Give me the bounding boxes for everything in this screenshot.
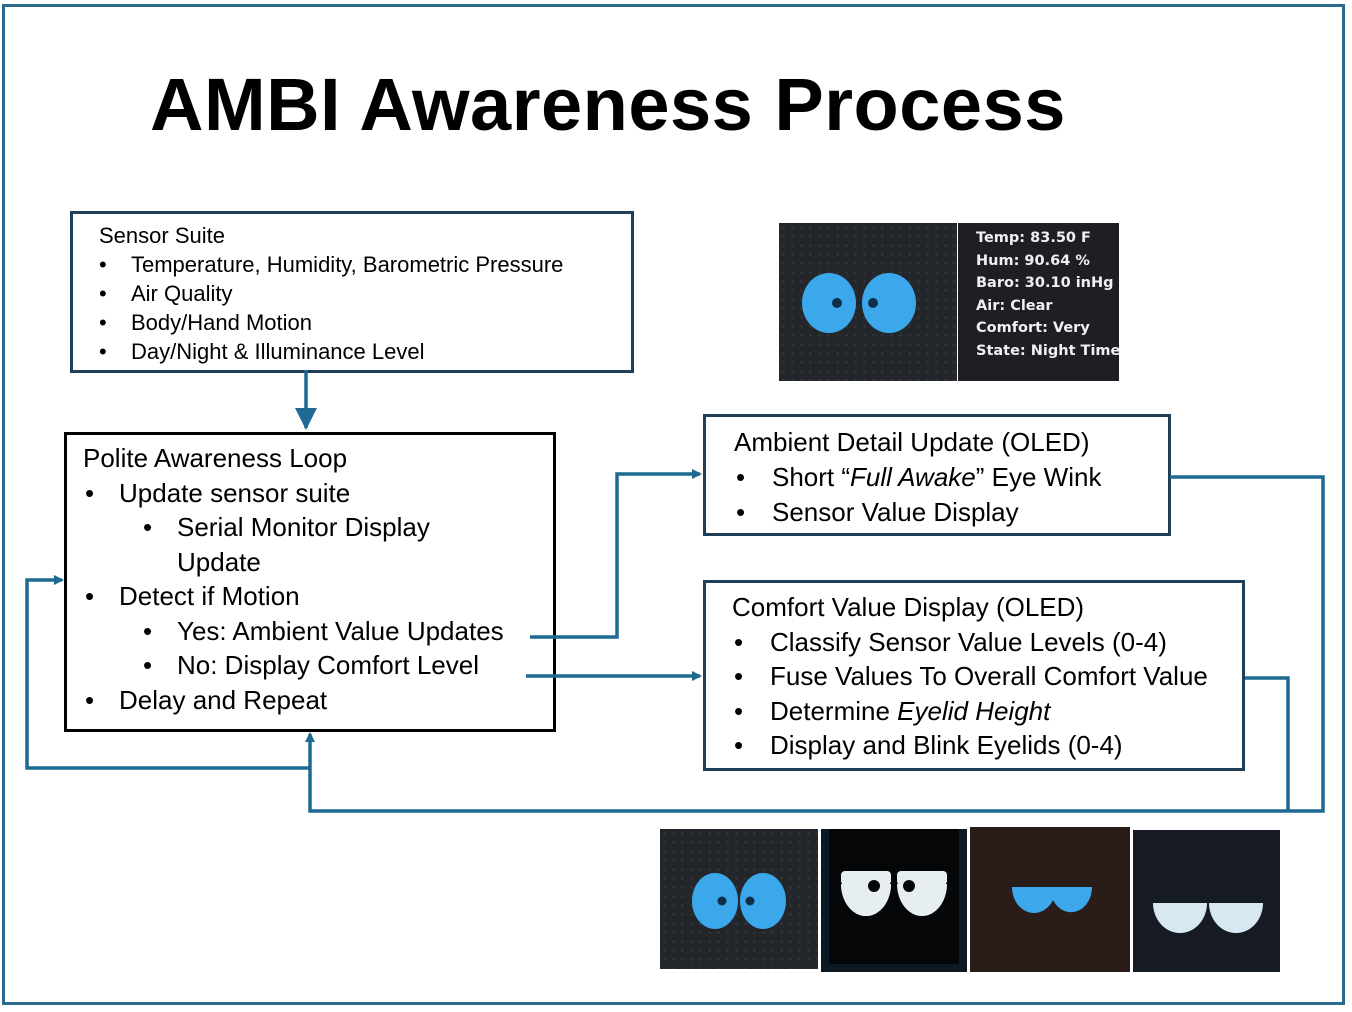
loop-subitem: Serial Monitor Display [83, 510, 553, 545]
loop-item: Update sensor suite [83, 476, 553, 511]
comfort-item: Fuse Values To Overall Comfort Value [732, 659, 1242, 694]
ambient-update-box: Ambient Detail Update (OLED) Short “Full… [703, 414, 1171, 536]
ambient-item-prefix: Short “ [772, 462, 851, 492]
eyes-nearly-closed-icon [1133, 830, 1280, 972]
awareness-loop-heading: Polite Awareness Loop [83, 443, 348, 473]
awake-eyes-icon [802, 273, 916, 333]
oled-photo-awake [779, 223, 957, 381]
ambient-item-emphasis: Full Awake [850, 462, 976, 492]
sensor-item: Air Quality [99, 279, 631, 308]
arrow-repeat-loop [25, 575, 310, 770]
arrow-comfort-return [1245, 676, 1290, 811]
comfort-item: Display and Blink Eyelids (0-4) [732, 728, 1242, 763]
readout-line: Baro: 30.10 inHg [976, 275, 1114, 291]
page-title: AMBI Awareness Process [150, 63, 1066, 146]
comfort-item-prefix: Determine [770, 695, 898, 726]
eyes-low-lidded-icon [970, 827, 1130, 972]
sensor-item: Day/Night & Illuminance Level [99, 337, 631, 366]
arrow-yes-to-ambient [530, 469, 702, 639]
arrow-ambient-return [305, 475, 1325, 813]
readout-line: Temp: 83.50 F [976, 230, 1091, 246]
readout-line: State: Night Time [976, 342, 1121, 359]
eyes-open-icon [692, 873, 786, 929]
readout-line: Comfort: Very [976, 320, 1090, 336]
sensor-item: Temperature, Humidity, Barometric Pressu… [99, 250, 631, 279]
loop-item: Delay and Repeat [83, 683, 553, 718]
loop-subitem: Yes: Ambient Value Updates [83, 614, 553, 649]
comfort-display-heading: Comfort Value Display (OLED) [732, 592, 1085, 622]
loop-subitem: No: Display Comfort Level [83, 648, 553, 683]
comfort-item: Classify Sensor Value Levels (0-4) [732, 625, 1242, 660]
loop-subitem-continuation: Update [177, 546, 261, 577]
sensor-suite-box: Sensor Suite Temperature, Humidity, Baro… [70, 211, 634, 373]
awareness-loop-box: Polite Awareness Loop Update sensor suit… [64, 432, 556, 732]
oled-photo-level-2 [970, 827, 1130, 972]
loop-item: Detect if Motion [83, 579, 553, 614]
sensor-item: Body/Hand Motion [99, 308, 631, 337]
comfort-display-list: Classify Sensor Value Levels (0-4) Fuse … [732, 625, 1242, 763]
ambient-update-list: Short “Full Awake” Eye Wink Sensor Value… [734, 460, 1168, 530]
sensor-suite-list: Temperature, Humidity, Barometric Pressu… [99, 250, 631, 366]
eyes-half-lidded-icon [821, 829, 967, 972]
oled-sensor-readout: Temp: 83.50 F Hum: 90.64 % Baro: 30.10 i… [958, 223, 1121, 381]
comfort-item-emphasis: Eyelid Height [897, 695, 1051, 726]
ambient-item: Short “Full Awake” Eye Wink [734, 460, 1168, 495]
oled-photo-level-3 [1133, 830, 1280, 972]
comfort-item: Determine Eyelid Height [732, 694, 1242, 729]
ambient-update-heading: Ambient Detail Update (OLED) [734, 427, 1090, 457]
awareness-loop-list: Update sensor suite Serial Monitor Displ… [83, 476, 553, 718]
readout-line: Air: Clear [976, 297, 1053, 314]
readout-line: Hum: 90.64 % [976, 252, 1090, 269]
oled-photo-level-1 [821, 829, 967, 972]
slide-frame [2, 4, 1345, 1005]
sensor-suite-heading: Sensor Suite [99, 223, 225, 248]
oled-photo-level-0 [660, 829, 818, 969]
comfort-display-box: Comfort Value Display (OLED) Classify Se… [703, 580, 1245, 771]
ambient-item-suffix: ” Eye Wink [975, 462, 1102, 492]
ambient-item: Sensor Value Display [734, 495, 1168, 530]
